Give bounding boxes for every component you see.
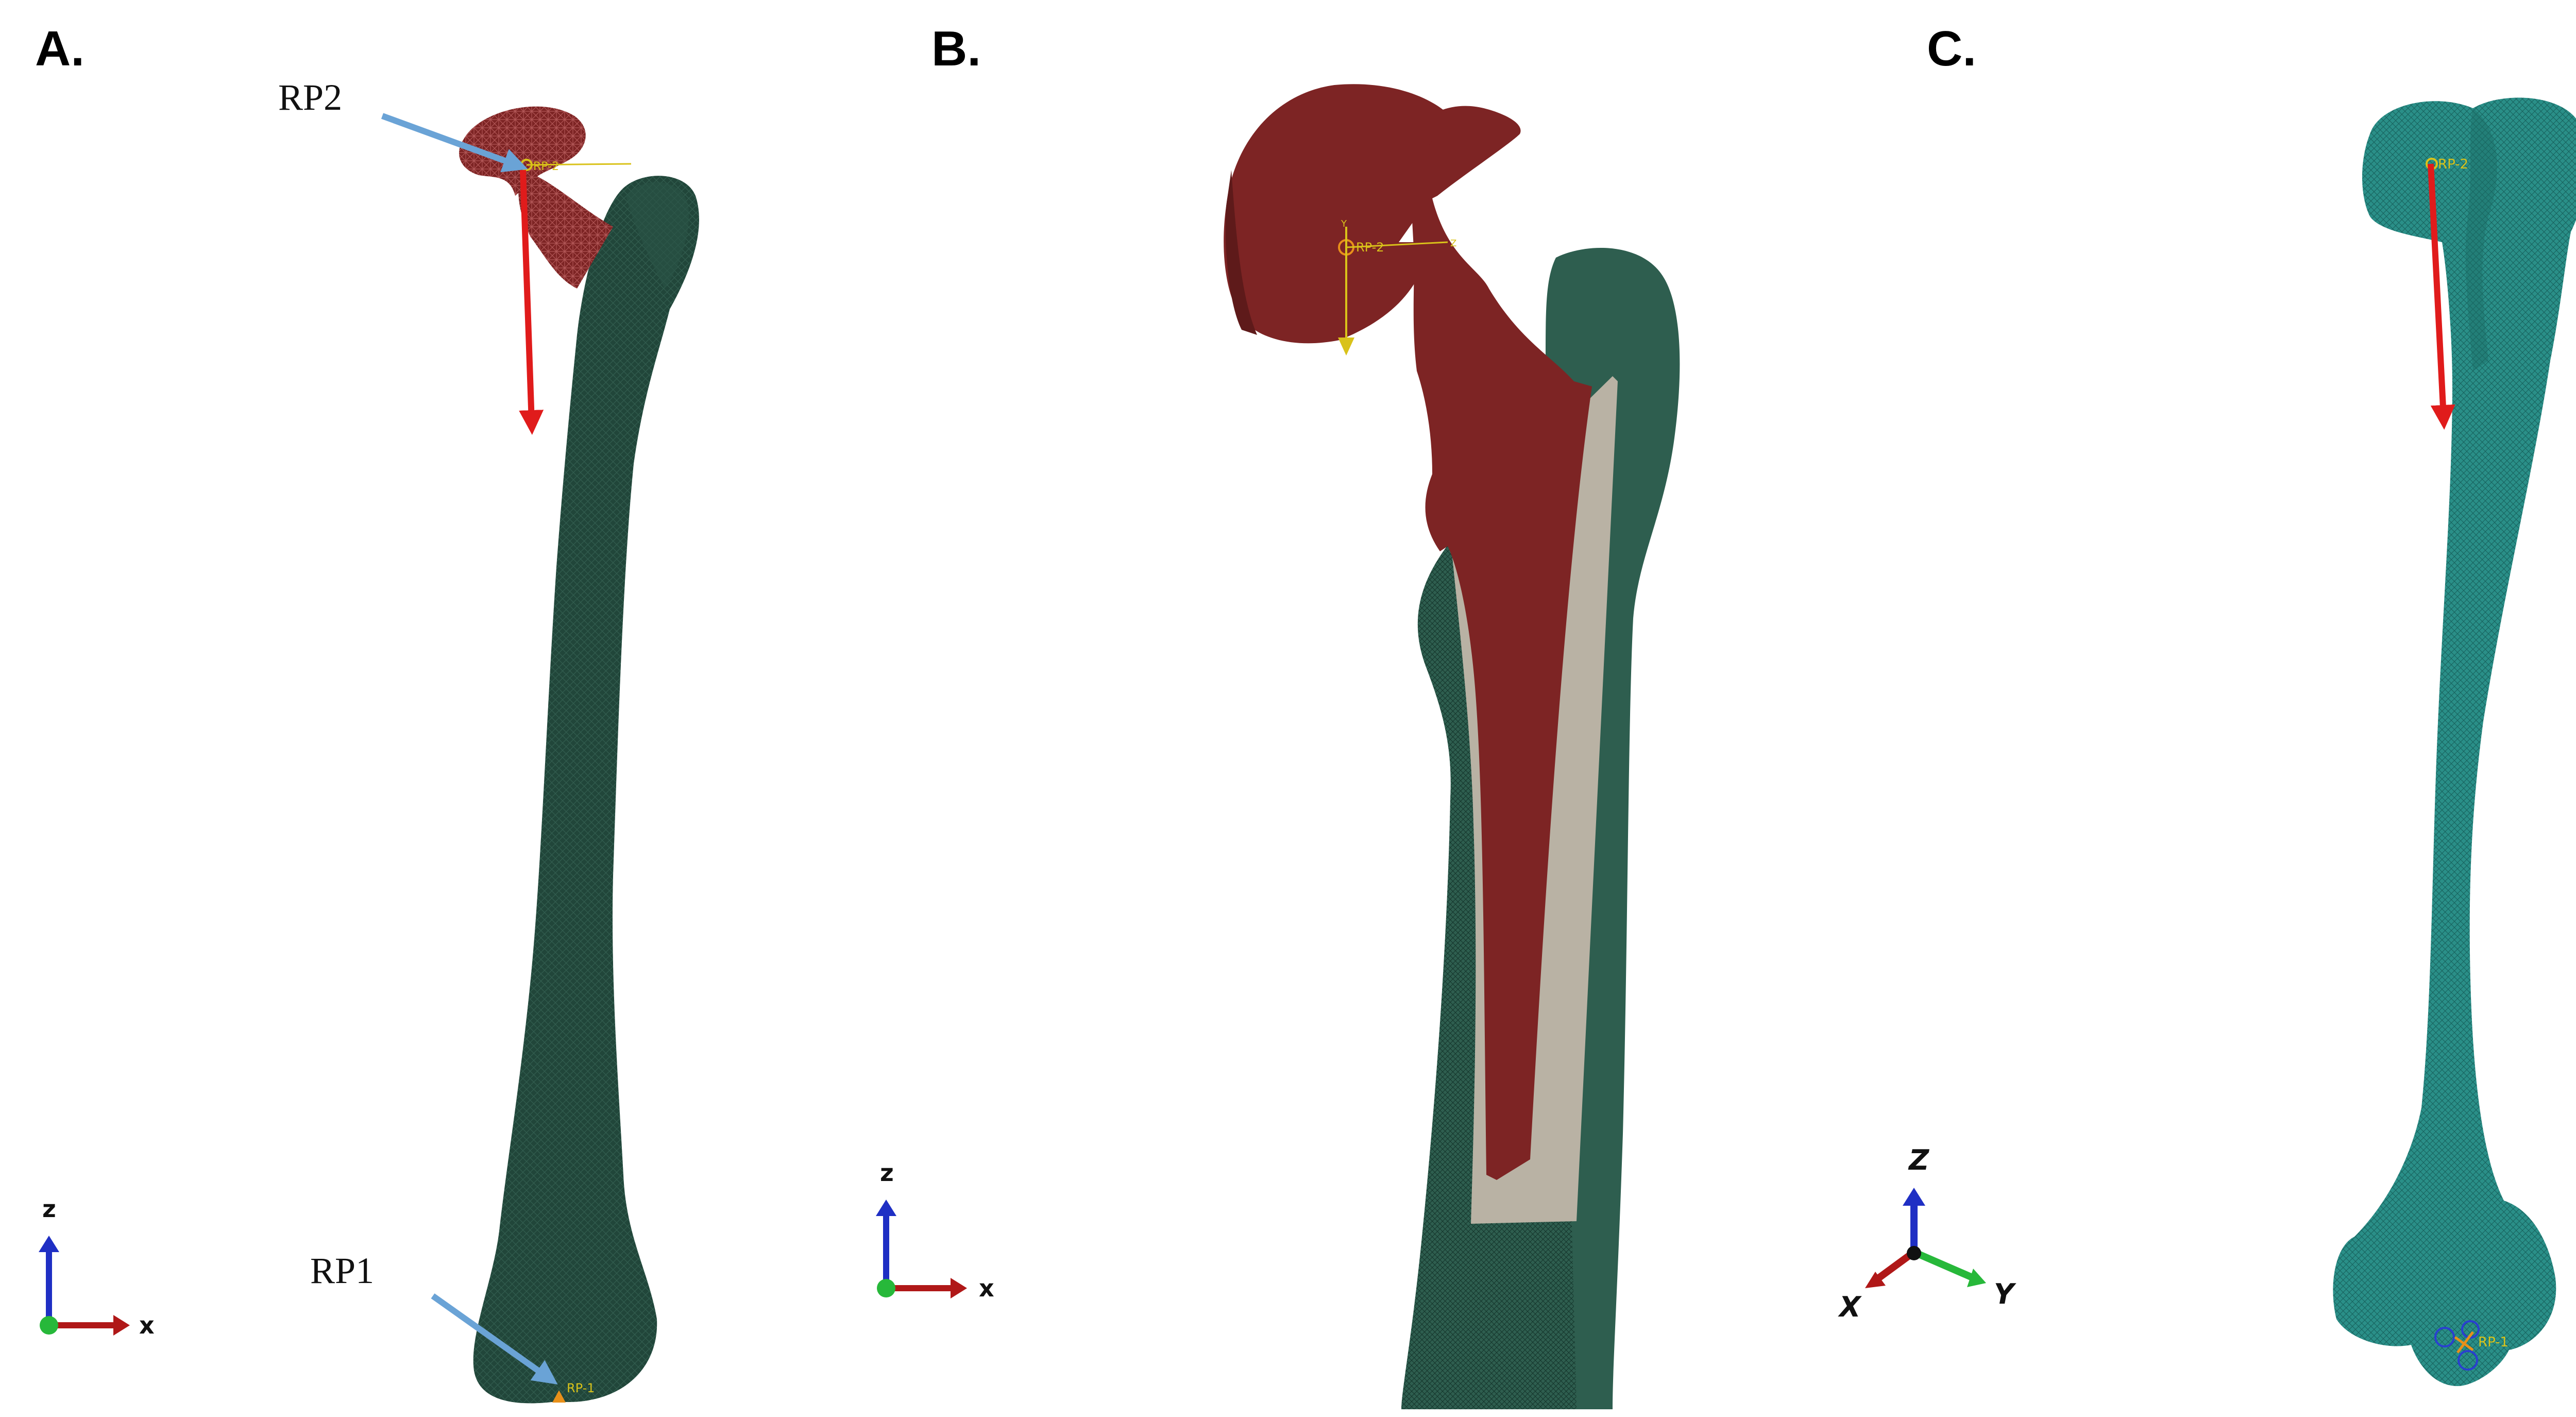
rp2-callout-label: RP2 <box>278 77 343 118</box>
load-arrow-a <box>519 170 544 435</box>
panel-a-femur-model: RP-2 RP-1 <box>381 106 699 1404</box>
greater-trochanter <box>626 182 689 289</box>
rp2-marker-b: RP-2 Y Z <box>1338 218 1456 356</box>
axis-b-z-label: z <box>880 1159 894 1187</box>
implant-stem <box>1408 106 1592 1180</box>
femoral-head <box>1224 84 1450 344</box>
rp1-marker-label-c: RP-1 <box>2478 1335 2509 1350</box>
rp2-marker-label: RP-2 <box>533 160 559 173</box>
rp2-axis-y-b: Y <box>1341 218 1347 229</box>
rp1-marker-label: RP-1 <box>567 1381 595 1395</box>
femur-shaft-mesh <box>473 176 699 1404</box>
panel-c-femur-model: RP-2 RP-1 <box>2333 97 2576 1386</box>
rp2-axis-z-b: Z <box>1450 238 1456 249</box>
rp1-callout-arrow <box>431 1293 558 1385</box>
femoral-head-rim <box>1225 170 1257 335</box>
axis-a-z-label: z <box>42 1195 56 1223</box>
load-arrow-c <box>2428 163 2455 430</box>
axis-c-y-label: Y <box>1994 1278 2016 1310</box>
rp2-callout-arrow <box>381 113 528 173</box>
rp2-marker-c: RP-2 <box>2426 157 2468 172</box>
axis-c-z-label: Z <box>1908 1144 1929 1176</box>
rp2-marker-label-b: RP-2 <box>1356 240 1384 255</box>
axis-a-x-label: x <box>139 1311 155 1339</box>
rp1-marker: RP-1 <box>552 1381 595 1403</box>
distal-centralizer <box>1486 1232 1515 1340</box>
axis-triad-c: Z X Y <box>1838 1144 2016 1323</box>
rp2-marker-label-c: RP-2 <box>2438 157 2468 172</box>
femoral-neck-shade <box>2465 108 2497 371</box>
axis-triad-b: z x <box>876 1159 994 1302</box>
femur-teal-mesh <box>2333 97 2576 1386</box>
axis-triad-a: z x <box>39 1195 155 1339</box>
rp2-marker: RP-2 <box>520 159 632 173</box>
panel-b-cutaway: RP-2 Y Z <box>1224 84 1680 1409</box>
rp1-callout-label: RP1 <box>310 1250 375 1291</box>
panel-label-c: C. <box>1927 21 1976 76</box>
axis-c-x-label: X <box>1838 1291 1862 1323</box>
axis-b-x-label: x <box>979 1274 994 1302</box>
panel-label-a: A. <box>35 21 84 76</box>
rp1-marker-c: RP-1 <box>2434 1320 2509 1371</box>
implant-neck-mesh <box>518 170 613 289</box>
panel-label-b: B. <box>931 21 981 76</box>
